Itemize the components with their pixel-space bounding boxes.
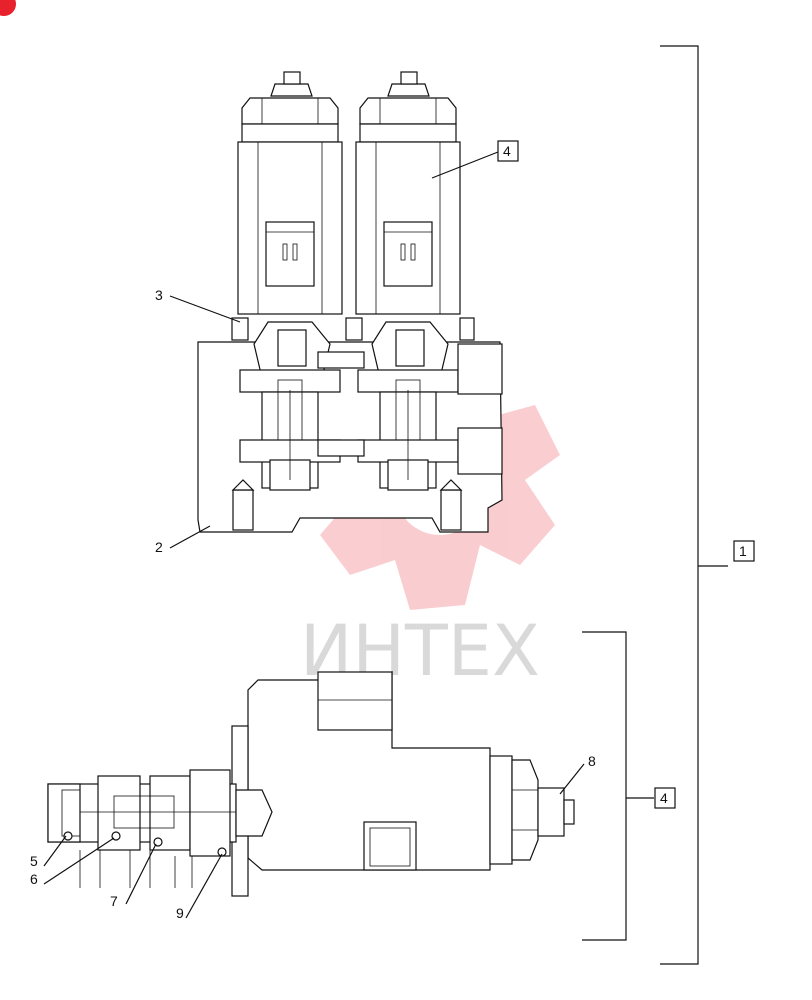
valve-assembly-top xyxy=(197,71,503,533)
spool-left xyxy=(239,321,341,491)
corner-badge xyxy=(0,0,16,16)
callout-3: 3 xyxy=(155,287,163,303)
solenoid-cartridge-side xyxy=(47,670,575,897)
callout-6: 6 xyxy=(30,871,38,887)
callout-4-top: 4 xyxy=(503,143,511,159)
callout-8: 8 xyxy=(588,753,596,769)
solenoid-right xyxy=(355,71,461,315)
callout-box-4-bottom xyxy=(654,787,676,809)
callout-7: 7 xyxy=(110,893,118,909)
callout-box-1 xyxy=(733,540,755,562)
callout-box-4-top xyxy=(497,140,519,162)
callout-9: 9 xyxy=(176,905,184,921)
spool-right xyxy=(357,321,459,491)
callout-1: 1 xyxy=(739,543,747,559)
solenoid-left xyxy=(237,71,343,315)
callout-5: 5 xyxy=(30,853,38,869)
callout-4-bottom: 4 xyxy=(660,790,668,806)
bracket-assembly-1 xyxy=(660,45,728,965)
callout-2: 2 xyxy=(155,539,163,555)
bracket-assembly-4 xyxy=(582,631,654,941)
